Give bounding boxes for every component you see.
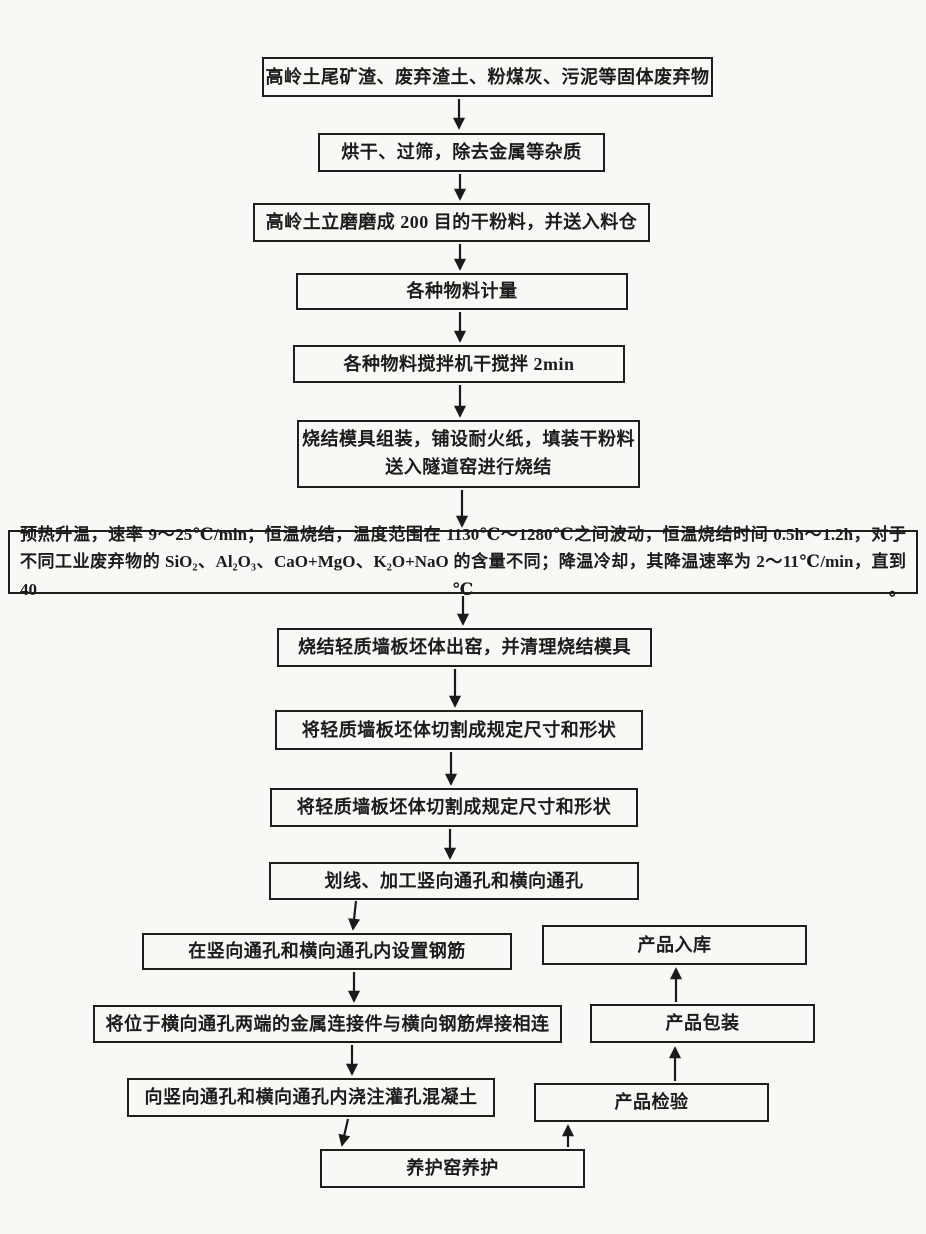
flow-node-material-metering: 各种物料计量: [296, 273, 628, 310]
node-label: 产品入库: [637, 934, 712, 955]
node-label: 各种物料搅拌机干搅拌 2min: [343, 353, 575, 374]
edge-pour-to-curing: [338, 1118, 351, 1147]
flow-node-weld-connectors: 将位于横向通孔两端的金属连接件与横向钢筋焊接相连: [93, 1005, 562, 1043]
flow-node-product-storage: 产品入库: [542, 925, 807, 965]
node-label: 烧结轻质墙板坯体出窑，并清理烧结模具: [298, 637, 631, 657]
flow-node-scribe-machine-holes: 划线、加工竖向通孔和横向通孔: [269, 862, 639, 900]
flow-node-kiln-exit-clean-mold: 烧结轻质墙板坯体出窑，并清理烧结模具: [277, 628, 652, 667]
node-label: 向竖向通孔和横向通孔内浇注灌孔混凝土: [144, 1087, 478, 1107]
node-label: 将轻质墙板坯体切割成规定尺寸和形状: [301, 719, 617, 740]
flow-node-solid-waste-input: 高岭土尾矿渣、废弃渣土、粉煤灰、污泥等固体废弃物: [262, 57, 713, 97]
node-label: 将轻质墙板坯体切割成规定尺寸和形状: [296, 797, 612, 817]
flow-node-dry-mix-2min: 各种物料搅拌机干搅拌 2min: [293, 345, 625, 383]
flow-node-product-inspection: 产品检验: [534, 1083, 769, 1122]
node-label-line2: 不同工业废弃物的 SiO₂、Al₂O₃、CaO+MgO、K₂O+NaO 的含量不…: [20, 552, 906, 599]
node-label: 产品检验: [614, 1092, 689, 1112]
flow-node-curing-kiln: 养护窑养护: [320, 1149, 585, 1188]
flow-node-cut-to-size-1: 将轻质墙板坯体切割成规定尺寸和形状: [275, 710, 643, 750]
node-label-line2: 送入隧道窑进行烧结: [385, 457, 552, 477]
node-label-line1: 预热升温，速率 9～25℃/min；恒温烧结，温度范围在 1130℃～1280℃…: [20, 524, 906, 544]
flow-node-cut-to-size-2: 将轻质墙板坯体切割成规定尺寸和形状: [270, 788, 638, 827]
node-label: 在竖向通孔和横向通孔内设置钢筋: [188, 941, 466, 961]
flow-node-pour-concrete: 向竖向通孔和横向通孔内浇注灌孔混凝土: [127, 1078, 495, 1117]
node-label: 将位于横向通孔两端的金属连接件与横向钢筋焊接相连: [105, 1013, 550, 1034]
node-label: 各种物料计量: [406, 281, 518, 301]
flow-node-place-rebar: 在竖向通孔和横向通孔内设置钢筋: [142, 933, 512, 970]
flow-node-dry-and-sieve: 烘干、过筛，除去金属等杂质: [318, 133, 605, 172]
node-label: 产品包装: [665, 1013, 740, 1033]
edge-scribe-to-rebar: [348, 900, 361, 931]
flow-node-sintering-parameters: 预热升温，速率 9～25℃/min；恒温烧结，温度范围在 1130℃～1280℃…: [8, 525, 918, 599]
node-label: 高岭土尾矿渣、废弃渣土、粉煤灰、污泥等固体废弃物: [265, 66, 710, 87]
node-label: 养护窑养护: [406, 1158, 499, 1178]
flow-node-product-packaging: 产品包装: [590, 1004, 815, 1043]
flow-node-grind-to-200-mesh: 高岭土立磨磨成 200 目的干粉料，并送入料仓: [253, 203, 650, 242]
node-label: 划线、加工竖向通孔和横向通孔: [324, 870, 584, 891]
flow-node-mold-assembly: 烧结模具组装，铺设耐火纸，填装干粉料 送入隧道窑进行烧结: [297, 420, 640, 488]
node-label: 烘干、过筛，除去金属等杂质: [341, 142, 582, 162]
node-label: 高岭土立磨磨成 200 目的干粉料，并送入料仓: [265, 212, 638, 232]
node-label-line1: 烧结模具组装，铺设耐火纸，填装干粉料: [302, 429, 635, 450]
